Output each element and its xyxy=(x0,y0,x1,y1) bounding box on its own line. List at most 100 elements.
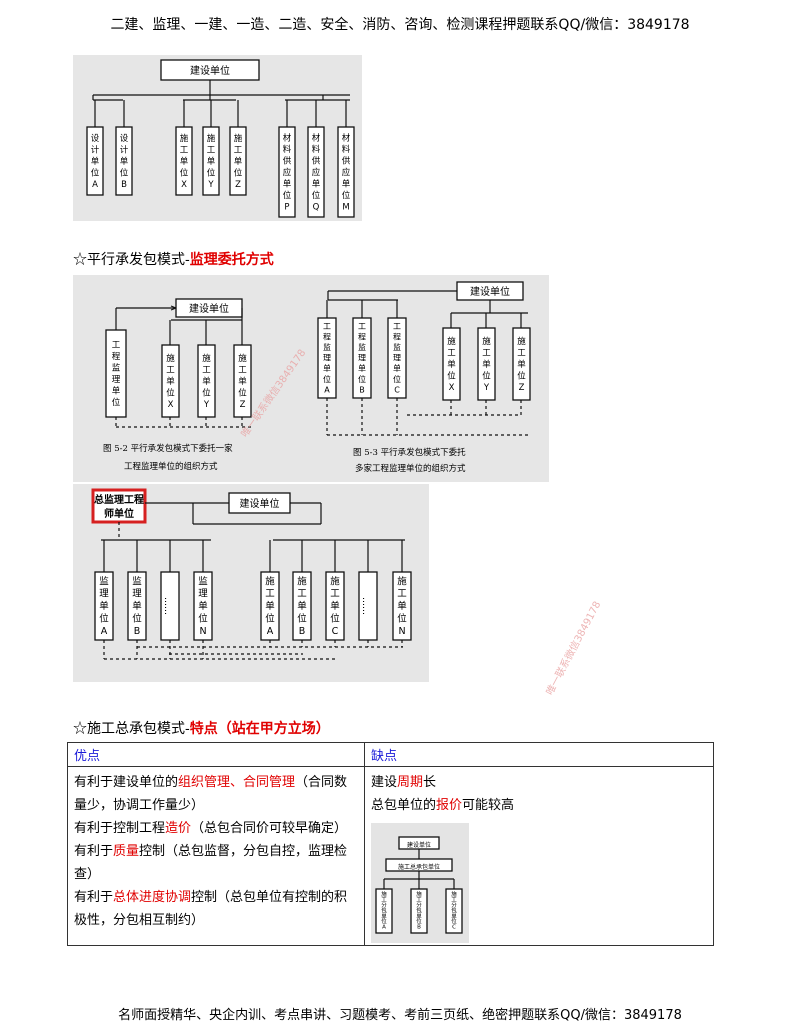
fig4-owner-label: 建设单位 xyxy=(240,497,280,510)
unit-0-box xyxy=(86,126,104,196)
supervisor-ellipsis: …… xyxy=(162,597,172,615)
item-text: 有利于 xyxy=(74,890,114,905)
unit-6-box xyxy=(307,126,325,218)
item-keyword: 造价 xyxy=(165,821,192,836)
cons-item: 建设周期长 xyxy=(371,771,707,794)
heading-highlight: 监理委托方式 xyxy=(189,252,274,268)
pros-item: 有利于质量控制（总包监督，分包自控，监理检查） xyxy=(74,840,358,886)
mini-sub-2-box xyxy=(445,888,463,934)
fig3-owner-label: 建设单位 xyxy=(470,285,510,298)
heading-general-contracting: ☆施工总承包模式-特点（站在甲方立场） xyxy=(73,718,330,738)
item-text: 有利于控制工程 xyxy=(74,821,166,836)
item-keyword: 周期 xyxy=(397,775,424,790)
unit-4-box xyxy=(229,126,247,196)
connector-line xyxy=(170,307,177,311)
heading-prefix: ☆平行承发包模式- xyxy=(73,252,190,268)
mini-sub-0-box xyxy=(375,888,393,934)
cons-item: 总包单位的报价可能较高 xyxy=(371,794,707,817)
cons-list: 建设周期长总包单位的报价可能较高 xyxy=(371,771,707,817)
fig2-supervisor-label: 工程监理单位 xyxy=(112,341,121,409)
contractor-ellipsis: …… xyxy=(360,597,370,615)
item-keyword: 质量 xyxy=(113,844,140,859)
item-text: 控制（总包单位有控制的积极性，分包相互制约） xyxy=(74,890,348,928)
item-text: （总包合同价可较早确定） xyxy=(191,821,348,836)
pros-header: 优点 xyxy=(67,742,365,767)
fig2-owner-label: 建设单位 xyxy=(189,302,229,315)
pros-item: 有利于建设单位的组织管理、合同管理（合同数量少，协调工作量少） xyxy=(74,771,358,817)
pros-item: 有利于控制工程造价（总包合同价可较早确定） xyxy=(74,817,358,840)
unit-3-box xyxy=(202,126,220,196)
item-keyword: 报价 xyxy=(436,798,463,813)
fig3-caption-2: 多家工程监理单位的组织方式 xyxy=(355,463,466,474)
pros-item: 有利于总体进度协调控制（总包单位有控制的积极性，分包相互制约） xyxy=(74,886,358,932)
chief-label-1: 总监理工程 xyxy=(94,493,144,506)
item-text: 长 xyxy=(423,775,437,790)
heading-prefix: ☆施工总承包模式- xyxy=(73,721,190,737)
heading-highlight: 特点（站在甲方立场） xyxy=(189,721,330,737)
fig2-caption-2: 工程监理单位的组织方式 xyxy=(124,461,218,472)
mini-general-label: 施工总承包单位 xyxy=(398,863,440,871)
pros-cell: 有利于建设单位的组织管理、合同管理（合同数量少，协调工作量少）有利于控制工程造价… xyxy=(67,766,365,946)
watermark: 唯一联系微信3849178 xyxy=(544,599,604,698)
page-header: 二建、监理、一建、一造、二造、安全、消防、咨询、检测课程押题联系QQ/微信：38… xyxy=(110,17,690,33)
unit-7-box xyxy=(337,126,355,218)
pros-list: 有利于建设单位的组织管理、合同管理（合同数量少，协调工作量少）有利于控制工程造价… xyxy=(74,771,358,932)
item-text: 总包单位的 xyxy=(371,798,437,813)
item-text: 建设 xyxy=(371,775,398,790)
fig3-caption-1: 图 5-3 平行承发包模式下委托 xyxy=(353,447,466,458)
unit-1-box xyxy=(115,126,133,196)
chief-box xyxy=(91,488,147,524)
pros-cons-table: 优点 缺点 有利于建设单位的组织管理、合同管理（合同数量少，协调工作量少）有利于… xyxy=(67,742,714,946)
connector-line xyxy=(170,305,177,309)
item-text: 可能较高 xyxy=(462,798,515,813)
fig2-caption-1: 图 5-2 平行承发包模式下委托一家 xyxy=(103,443,233,454)
owner-label: 建设单位 xyxy=(190,64,230,77)
item-keyword: 总体进度协调 xyxy=(113,890,192,905)
mini-owner-label: 建设单位 xyxy=(407,841,431,849)
item-text: 有利于 xyxy=(74,844,114,859)
cons-header: 缺点 xyxy=(364,742,714,767)
chief-label-2: 师单位 xyxy=(104,507,134,520)
item-keyword: 组织管理、合同管理 xyxy=(178,775,296,790)
heading-supervision-entrust: ☆平行承发包模式-监理委托方式 xyxy=(73,249,274,269)
mini-sub-1-box xyxy=(410,888,428,934)
page-footer: 名师面授精华、央企内训、考点串讲、习题模考、考前三页纸、绝密押题联系QQ/微信：… xyxy=(118,1008,682,1023)
item-text: 有利于建设单位的 xyxy=(74,775,179,790)
unit-5-box xyxy=(278,126,296,218)
